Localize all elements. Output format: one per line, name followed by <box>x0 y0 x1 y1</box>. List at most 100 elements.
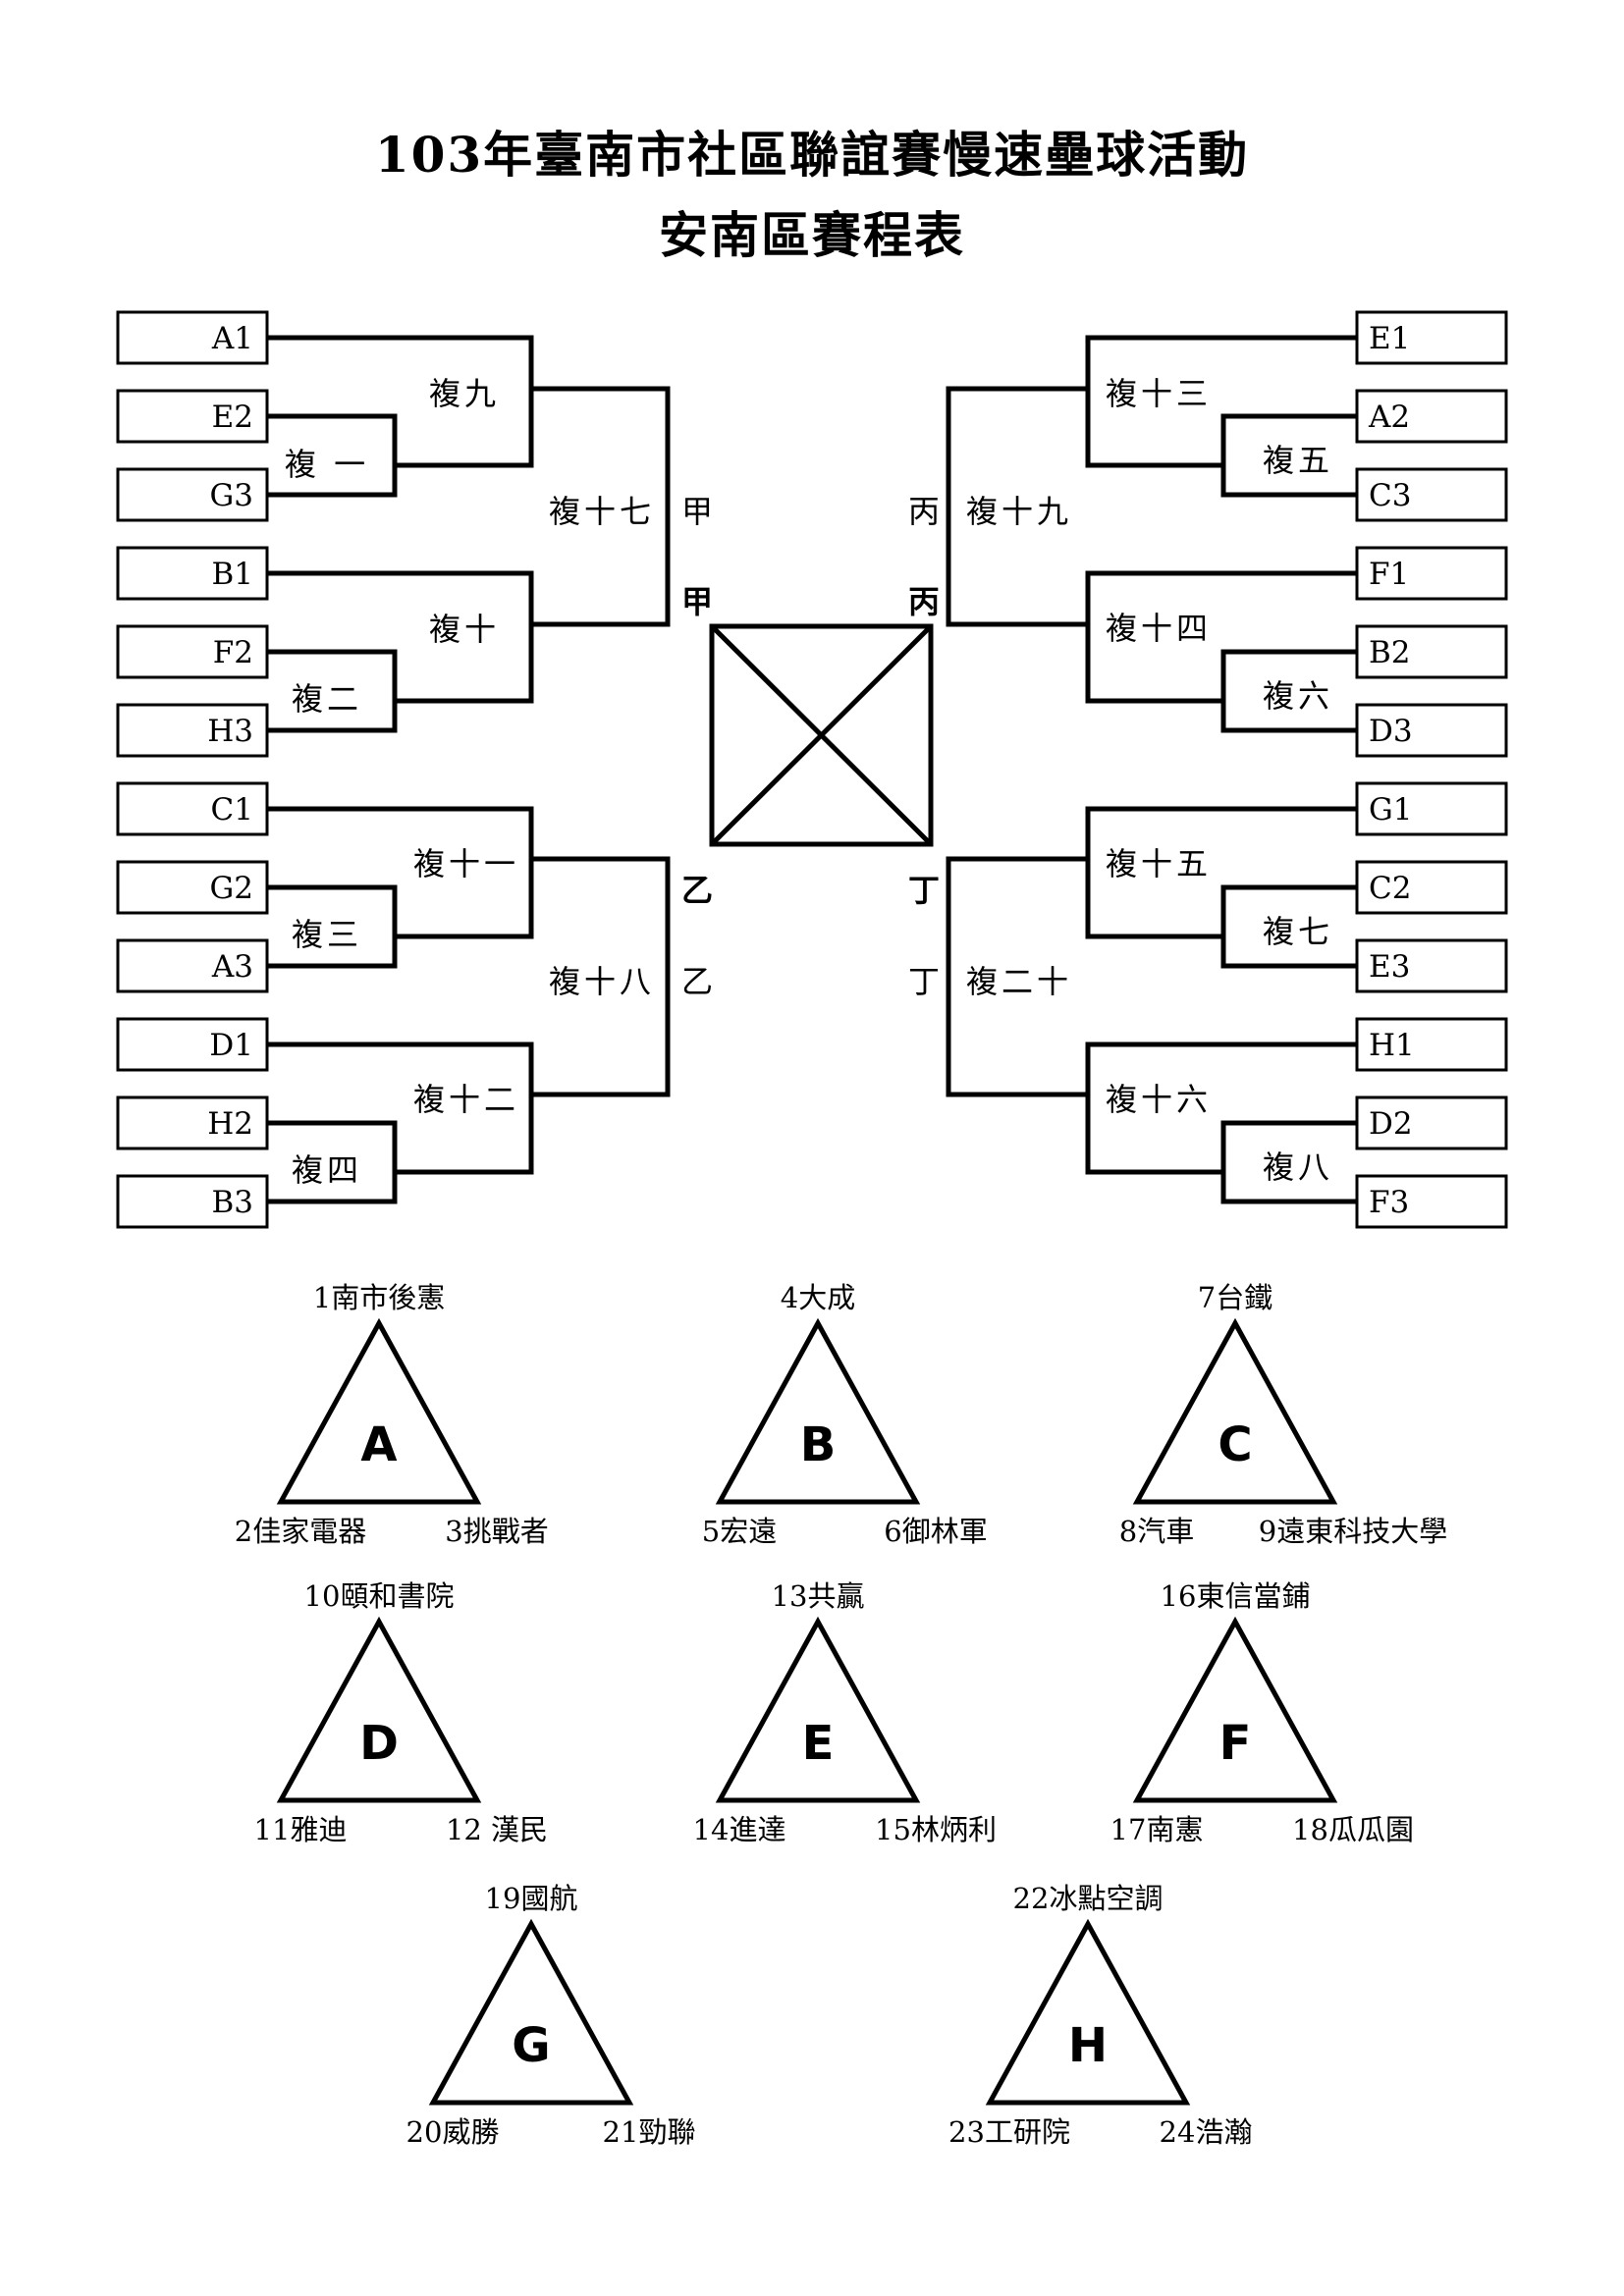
slot-label: E2 <box>212 400 253 435</box>
group-letter: H <box>1068 2018 1108 2073</box>
region-label-jia-end: 甲 <box>681 583 713 620</box>
bracket-slot-right <box>1355 310 1508 365</box>
group-letter: D <box>359 1716 399 1771</box>
team-top: 7台鐵 <box>1198 1281 1272 1314</box>
bracket-slot-left <box>116 310 269 365</box>
slot-label: B2 <box>1369 635 1411 670</box>
slot-label: E1 <box>1369 321 1410 356</box>
team-top: 16東信當鋪 <box>1161 1579 1311 1613</box>
slot-label: F1 <box>1369 557 1409 592</box>
region-label-ding: 丁 <box>908 963 940 1000</box>
team-top: 22冰點空調 <box>1013 1882 1164 1915</box>
region-label-ding-end: 丁 <box>908 872 940 909</box>
match-label-m5: 複五 <box>1263 442 1333 479</box>
region-label-bing: 丙 <box>908 493 940 530</box>
match-label-m12: 複十二 <box>413 1081 519 1118</box>
team-left: 8汽車 <box>1119 1515 1194 1548</box>
page-subtitle: 安南區賽程表 <box>659 206 965 264</box>
team-right: 12 漢民 <box>446 1813 548 1846</box>
region-label-bing-end: 丙 <box>908 583 940 620</box>
team-right: 21勁聯 <box>603 2115 696 2149</box>
bracket-slot-right <box>1355 1095 1508 1150</box>
slot-label: C3 <box>1369 478 1411 513</box>
group-triangle <box>428 1918 634 2106</box>
bracket-slot-left <box>116 546 269 601</box>
connector-first-round <box>267 1120 398 1204</box>
connector-first-round <box>1220 413 1357 498</box>
group-triangle <box>1132 1317 1338 1505</box>
team-top: 1南市後憲 <box>313 1281 445 1314</box>
bracket-lines <box>267 335 1357 1204</box>
connector-first-round <box>1220 649 1357 733</box>
team-left: 20威勝 <box>406 2115 500 2149</box>
slot-label: D1 <box>209 1028 253 1063</box>
slot-label: F3 <box>1369 1185 1409 1220</box>
match-label-m18: 複十八 <box>549 963 655 1000</box>
group-triangle <box>276 1616 482 1803</box>
connector-semi-right-bottom <box>946 856 1088 1097</box>
connector-first-round <box>267 884 398 969</box>
team-left: 5宏遠 <box>702 1515 777 1548</box>
connector-second-round <box>267 570 534 704</box>
connector-first-round <box>267 413 398 498</box>
tournament-bracket: A1E2G3B1F2H3C1G2A3D1H2B3E1A2C3F1B2D3G1C2… <box>116 310 1508 1229</box>
connector-semi-left-top <box>531 386 671 627</box>
bracket-slot-left <box>116 1174 269 1229</box>
match-label-m8: 複八 <box>1263 1148 1333 1186</box>
team-top: 19國航 <box>485 1882 578 1915</box>
team-right: 15林炳利 <box>875 1813 997 1846</box>
connector-first-round <box>1220 884 1357 969</box>
slot-label: G1 <box>1369 792 1413 828</box>
match-label-m11: 複十一 <box>413 845 519 882</box>
match-label-m13: 複十三 <box>1106 375 1212 412</box>
group-letter: C <box>1218 1417 1252 1472</box>
match-label-m14: 複十四 <box>1106 610 1212 647</box>
connector-first-round <box>267 649 398 733</box>
connector-second-round <box>1085 570 1357 704</box>
connector-second-round <box>1085 335 1357 468</box>
team-left: 11雅迪 <box>254 1813 348 1846</box>
bracket-slot-left <box>116 1095 269 1150</box>
slot-label: B1 <box>211 557 253 592</box>
bracket-slot-left <box>116 389 269 444</box>
team-top: 13共贏 <box>772 1579 865 1613</box>
slot-label: H2 <box>207 1106 253 1142</box>
match-label-m6: 複六 <box>1263 677 1333 715</box>
slot-label: H3 <box>207 714 253 749</box>
match-label-m4: 複四 <box>292 1151 362 1189</box>
slot-label: G2 <box>210 871 254 906</box>
team-right: 18瓜瓜園 <box>1292 1813 1414 1846</box>
group-letter: B <box>800 1417 837 1472</box>
team-right: 6御林軍 <box>884 1515 987 1548</box>
group-triangle <box>985 1918 1191 2106</box>
slot-label: A2 <box>1368 400 1410 435</box>
match-label-m3: 複三 <box>292 916 362 953</box>
bracket-slot-right <box>1355 624 1508 679</box>
match-label-m9: 複九 <box>429 375 500 412</box>
bracket-slot-left <box>116 1017 269 1072</box>
team-left: 2佳家電器 <box>235 1515 366 1548</box>
team-left: 23工研院 <box>948 2115 1070 2149</box>
connector-semi-left-bottom <box>531 856 671 1097</box>
group-triangle <box>1132 1616 1338 1803</box>
group-letter: F <box>1219 1716 1252 1771</box>
match-label-m7: 複七 <box>1263 913 1333 950</box>
slot-label: A3 <box>211 949 253 985</box>
slot-label: H1 <box>1369 1028 1415 1063</box>
center-box <box>709 623 934 847</box>
connector-semi-right-top <box>946 386 1088 627</box>
slot-label: D2 <box>1369 1106 1413 1142</box>
slot-label: B3 <box>211 1185 253 1220</box>
region-label-yi-end: 乙 <box>681 872 713 909</box>
connector-second-round <box>1085 1041 1357 1175</box>
bracket-slot-left <box>116 703 269 758</box>
match-labels: 複 一 複二 複三 複四 複九 複十 複十一 複十二 複十七 複十八 複五 複六… <box>285 375 1333 1189</box>
match-label-m17: 複十七 <box>549 493 655 530</box>
